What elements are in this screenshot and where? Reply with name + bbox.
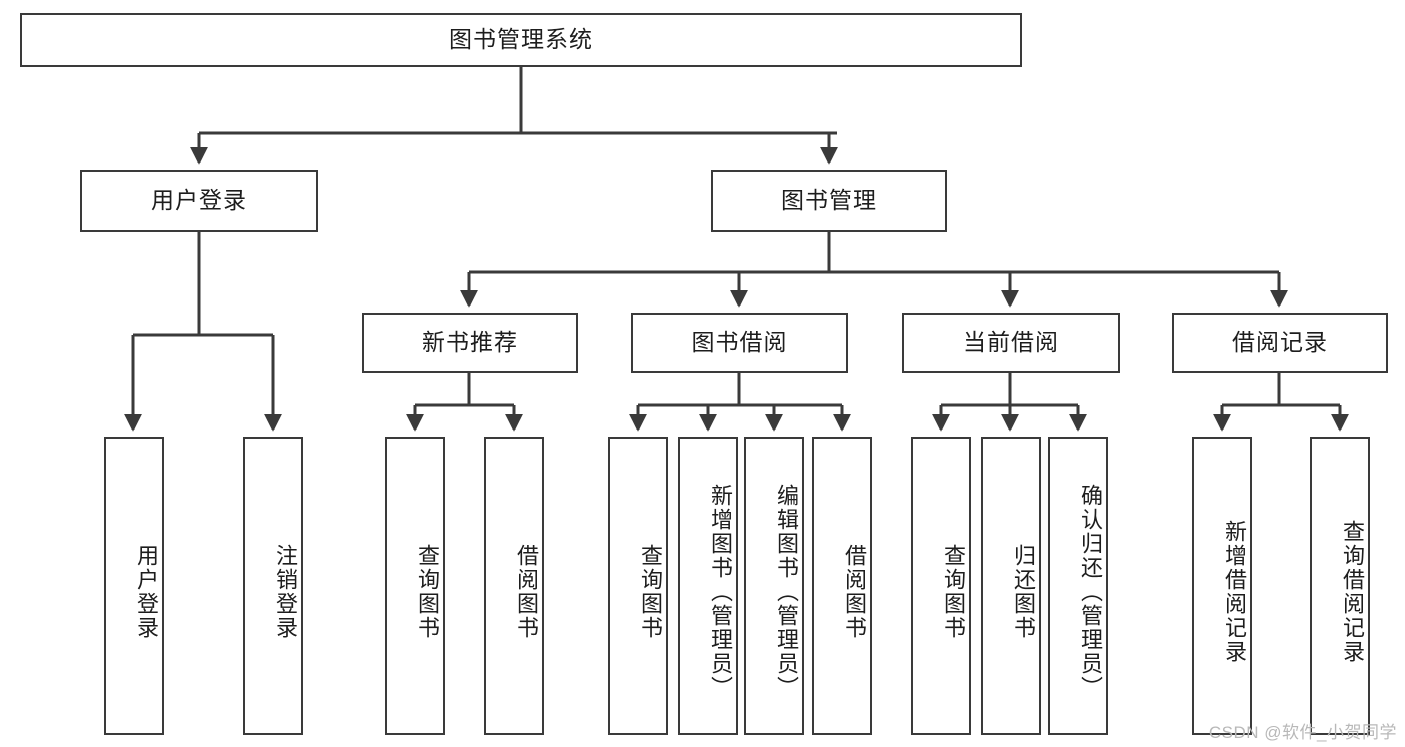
leaf-user-login-login[interactable]: 用户登录 bbox=[104, 437, 164, 735]
leaf-label: 注销登录 bbox=[273, 544, 298, 640]
node-root-label: 图书管理系统 bbox=[449, 26, 593, 53]
leaf-borrow-record-query[interactable]: 查询借阅记录 bbox=[1310, 437, 1370, 735]
node-book-borrow[interactable]: 图书借阅 bbox=[631, 313, 848, 373]
node-book-management-label: 图书管理 bbox=[781, 187, 877, 214]
leaf-label: 查询图书 bbox=[415, 544, 440, 640]
leaf-label: 新增图书（管理员） bbox=[708, 484, 733, 700]
node-borrow-record-label: 借阅记录 bbox=[1232, 329, 1328, 356]
leaf-book-borrow-query[interactable]: 查询图书 bbox=[608, 437, 668, 735]
leaf-label: 用户登录 bbox=[134, 544, 159, 640]
leaf-borrow-record-add[interactable]: 新增借阅记录 bbox=[1192, 437, 1252, 735]
leaf-label: 归还图书 bbox=[1011, 544, 1036, 640]
leaf-label: 确认归还（管理员） bbox=[1078, 484, 1103, 700]
node-book-borrow-label: 图书借阅 bbox=[691, 329, 788, 356]
leaf-new-book-query[interactable]: 查询图书 bbox=[385, 437, 445, 735]
node-book-management[interactable]: 图书管理 bbox=[711, 170, 947, 232]
node-user-login[interactable]: 用户登录 bbox=[80, 170, 318, 232]
leaf-user-login-logout[interactable]: 注销登录 bbox=[243, 437, 303, 735]
node-new-book-recommend-label: 新书推荐 bbox=[422, 329, 518, 356]
node-borrow-record[interactable]: 借阅记录 bbox=[1172, 313, 1388, 373]
leaf-current-borrow-confirm-return[interactable]: 确认归还（管理员） bbox=[1048, 437, 1108, 735]
node-new-book-recommend[interactable]: 新书推荐 bbox=[362, 313, 578, 373]
leaf-label: 编辑图书（管理员） bbox=[774, 484, 799, 700]
leaf-label: 查询借阅记录 bbox=[1340, 520, 1365, 664]
watermark: CSDN @软件_小贺同学 bbox=[1208, 723, 1397, 742]
leaf-label: 查询图书 bbox=[638, 544, 663, 640]
node-current-borrow[interactable]: 当前借阅 bbox=[902, 313, 1120, 373]
node-current-borrow-label: 当前借阅 bbox=[963, 329, 1059, 356]
leaf-book-borrow-borrow[interactable]: 借阅图书 bbox=[812, 437, 872, 735]
node-user-login-label: 用户登录 bbox=[151, 187, 247, 214]
leaf-current-borrow-query[interactable]: 查询图书 bbox=[911, 437, 971, 735]
leaf-book-borrow-edit[interactable]: 编辑图书（管理员） bbox=[744, 437, 804, 735]
leaf-label: 借阅图书 bbox=[842, 544, 867, 640]
leaf-current-borrow-return[interactable]: 归还图书 bbox=[981, 437, 1041, 735]
leaf-book-borrow-add[interactable]: 新增图书（管理员） bbox=[678, 437, 738, 735]
node-root[interactable]: 图书管理系统 bbox=[20, 13, 1022, 67]
leaf-new-book-borrow[interactable]: 借阅图书 bbox=[484, 437, 544, 735]
leaf-label: 新增借阅记录 bbox=[1222, 520, 1247, 664]
leaf-label: 借阅图书 bbox=[514, 544, 539, 640]
leaf-label: 查询图书 bbox=[941, 544, 966, 640]
